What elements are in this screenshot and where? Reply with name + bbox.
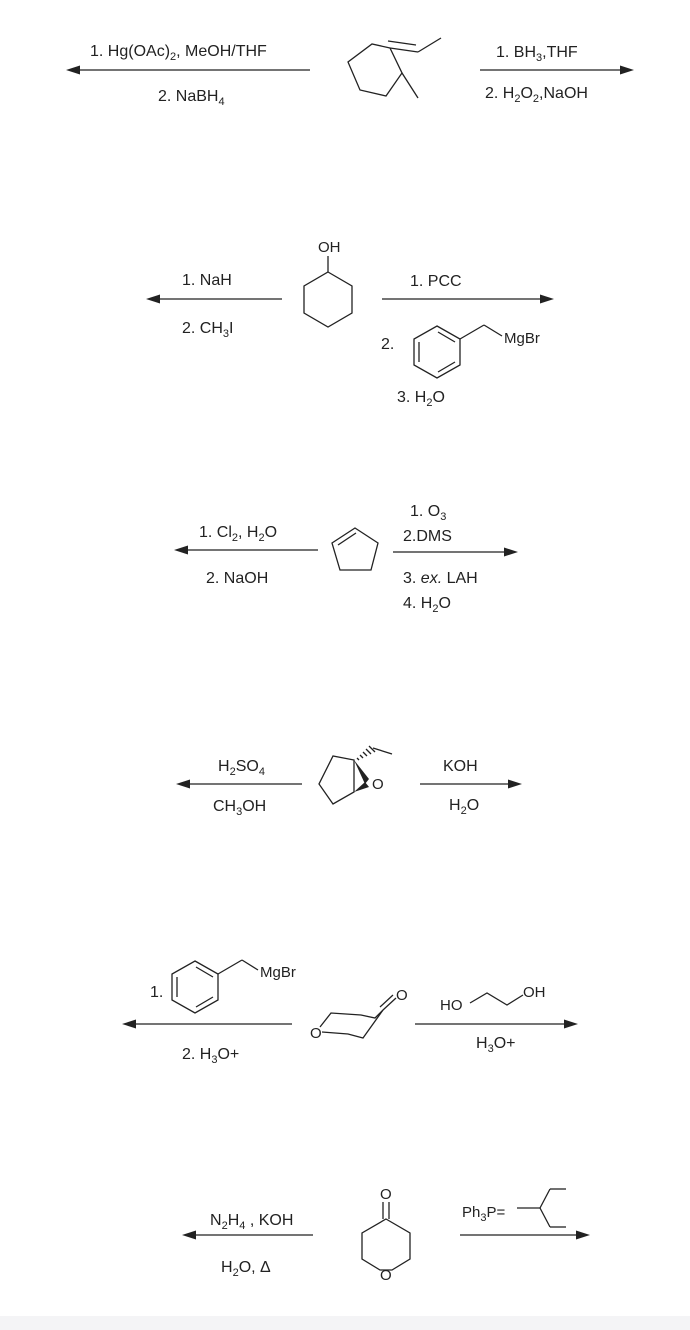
cyclohexanol-oh-label: OH [318,239,341,256]
tetrahydropyranone-chair-molecule: O O [310,987,408,1042]
reaction-4-left-arrow [176,779,302,789]
reaction-2: 1. NaH 2. CH3I OH 1. PCC 2. MgBr 3. H2O [146,239,554,409]
reaction-2-left-reagent-1: 1. NaH [182,272,232,289]
reaction-4-right-arrow [420,779,522,789]
reaction-5: 1. MgBr 2. H3O+ O O HO [122,959,578,1066]
reaction-2-right-reagent-1: 1. PCC [410,273,462,290]
reaction-6-left-reagent-2: H2O, Δ [221,1259,271,1279]
reaction-5-left-reagent-2: 2. H3O+ [182,1046,239,1066]
hashed-wedge-bond [356,745,376,761]
diol-ho-label: HO [440,997,463,1014]
epoxide-o-label: O [372,776,384,793]
ring-o-label: O [310,1025,322,1042]
ethylidene-methylcyclopentane-molecule [347,37,442,99]
ketone-o-label: O [396,987,408,1004]
benzyl-grignard-2-mgbr-label: MgBr [260,964,296,981]
reaction-5-left-arrow [122,1019,292,1029]
reaction-4-right-reagent-2: H2O [449,797,479,817]
ethylene-glycol-molecule: HO OH [440,984,546,1014]
reaction-6-right-arrow [460,1230,590,1240]
page-footer-strip [0,1316,690,1330]
cyclohexanol-molecule: OH [303,239,353,328]
reaction-3-right-reagent-2: 2.DMS [403,528,452,545]
reaction-1-right-reagent-1: 1. BH3,THF [496,44,578,64]
reaction-5-right-reagent-1: H3O+ [476,1035,515,1055]
reaction-3-right-reagent-3: 3. ex. LAH [403,570,478,587]
reaction-2-right-arrow [382,294,554,304]
reaction-1-right-reagent-2: 2. H2O2,NaOH [485,85,588,105]
reaction-1-left-reagent-2: 2. NaBH4 [158,88,225,108]
cyclopentene-molecule [331,527,379,571]
reaction-3-left-reagent-2: 2. NaOH [206,570,268,587]
reaction-3-left-reagent-1: 1. Cl2, H2O [199,524,277,544]
reaction-5-right-arrow [415,1019,578,1029]
benzyl-grignard-mgbr-label: MgBr [504,330,540,347]
reaction-4-right-reagent-1: KOH [443,758,478,775]
reaction-3-right-arrow [393,547,518,557]
reaction-2-right-reagent-3: 3. H2O [397,389,445,409]
reaction-2-right-reagent-2: 2. [381,336,394,353]
ring-o-label-2: O [380,1267,392,1284]
reaction-5-left-reagent-1: 1. [150,984,163,1001]
reaction-2-left-reagent-2: 2. CH3I [182,320,233,340]
reaction-3-left-arrow [174,545,318,555]
reaction-1: 1. Hg(OAc)2, MeOH/THF 2. NaBH4 1. BH3,TH… [66,37,634,108]
benzyl-grignard-molecule: MgBr [413,324,540,379]
reaction-6: N2H4 , KOH H2O, Δ O O Ph3P= [182,1186,590,1284]
reaction-1-left-reagent-1: 1. Hg(OAc)2, MeOH/THF [90,43,267,63]
reaction-6-left-reagent-1: N2H4 , KOH [210,1212,293,1232]
reaction-4-left-reagent-2: CH3OH [213,798,266,818]
reaction-1-right-arrow [480,65,634,75]
reaction-3-right-reagent-4: 4. H2O [403,595,451,615]
ylide-ph3p-label: Ph3P= [462,1204,505,1224]
reaction-6-left-arrow [182,1230,313,1240]
reaction-3-right-reagent-1: 1. O3 [410,503,446,523]
reaction-1-left-arrow [66,65,310,75]
phosphorus-ylide-molecule: Ph3P= [462,1188,566,1228]
reaction-4: H2SO4 CH3OH O KOH H2O [176,745,522,818]
reaction-3: 1. Cl2, H2O 2. NaOH 1. O3 2.DMS 3. ex. L… [174,503,518,615]
ketone-o-label-2: O [380,1186,392,1203]
diol-oh-label: OH [523,984,546,1001]
ethyl-cyclopentene-oxide-molecule: O [318,745,393,805]
reaction-4-left-reagent-1: H2SO4 [218,758,265,778]
tetrahydropyranone-molecule: O O [361,1186,411,1284]
reaction-2-left-arrow [146,294,282,304]
benzyl-grignard-molecule-2: MgBr [171,959,296,1014]
